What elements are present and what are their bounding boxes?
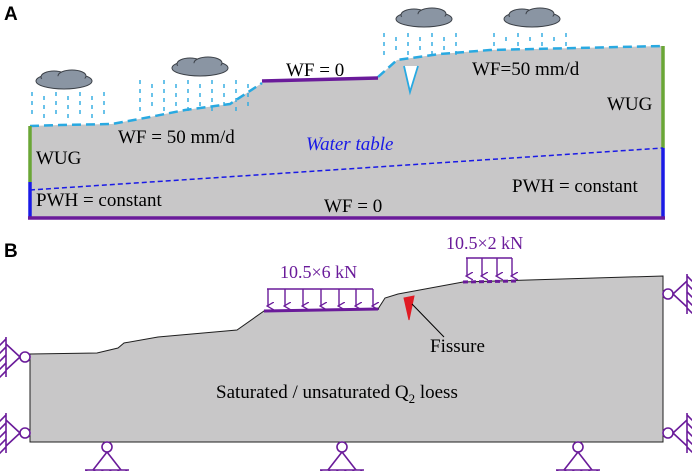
left-pin-support-icon [0,336,31,379]
material-label-subscript: 2 [409,391,416,406]
material-label-tail: loess [415,382,458,403]
pwh-left-label: PWH = constant [36,190,162,211]
wf-50-left-label: WF = 50 mm/d [118,127,235,148]
right-pin-support-icon [662,273,692,316]
wf-50-right-label: WF=50 mm/d [472,59,580,80]
bottom-pin-support-icon [550,441,601,471]
water-table-line [29,147,664,191]
panel-a-soil-body [30,46,663,218]
water-table-label: Water table [306,134,393,155]
bottom-pin-support-icon [314,441,365,471]
wug-right-label: WUG [607,94,653,115]
cloud-icon [395,7,453,28]
pwh-right-label: PWH = constant [512,176,638,197]
right-pin-support-icon [662,412,692,455]
load-left-label: 10.5×6 kN [280,262,357,282]
bottom-pin-support-icon [79,441,130,471]
rain-drops [31,33,567,118]
wf-zero-top-label: WF = 0 [286,60,344,81]
panel-a-label: A [4,4,18,25]
fissure-leader [411,303,445,338]
wf-zero-bottom-label: WF = 0 [324,196,382,217]
rain-boundary-left [29,81,263,128]
panel-b-label: B [4,241,18,262]
panel-b-soil-body [29,275,664,443]
cloud-icon [171,56,229,77]
fissure-crack [403,295,415,321]
cloud-icon [35,69,93,90]
material-label-main: Saturated / unsaturated Q [216,382,409,403]
crack-a [403,65,419,96]
rain-boundary-right [377,44,664,78]
left-pin-support-icon [0,412,31,455]
cloud-icon [503,7,561,28]
load-right-label: 10.5×2 kN [446,233,523,253]
load-arrows-left [268,289,373,306]
fissure-label: Fissure [430,336,485,357]
load-bar-left [263,307,379,313]
load-arrows-right [467,258,512,276]
load-bar-right [462,279,519,284]
top-no-flux-boundary [261,76,379,83]
material-label: Saturated / unsaturated Q2 loess [216,382,458,406]
wug-left-label: WUG [36,148,82,169]
